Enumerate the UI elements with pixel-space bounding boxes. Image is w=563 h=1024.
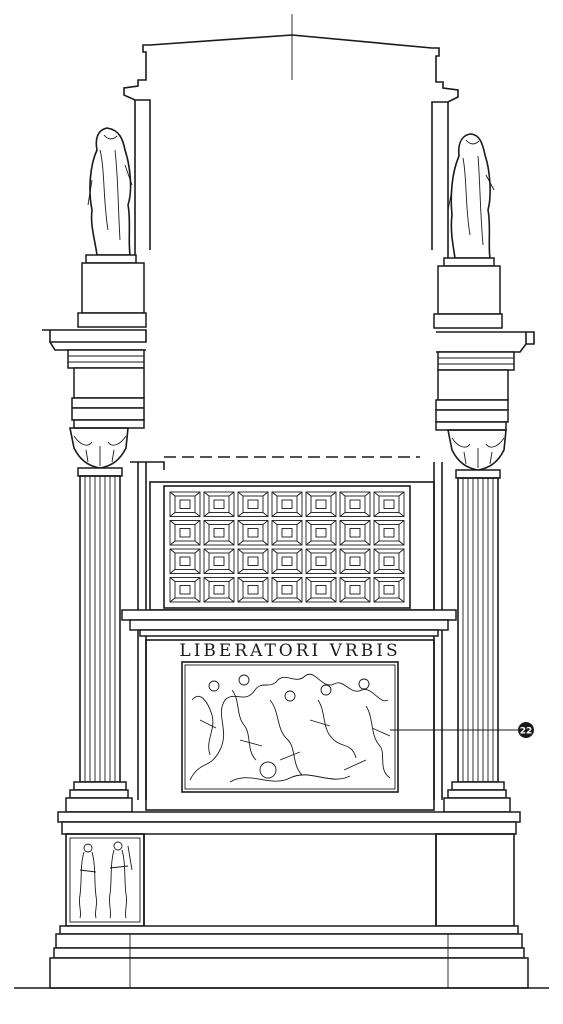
coffer bbox=[237, 548, 269, 574]
coffer bbox=[169, 577, 201, 603]
coffer bbox=[339, 491, 371, 517]
coffer bbox=[169, 520, 201, 546]
relief-cornice bbox=[121, 609, 457, 637]
callout: 22 bbox=[390, 722, 534, 738]
coffer bbox=[305, 548, 337, 574]
coffered-vault bbox=[149, 481, 435, 611]
right-entablature bbox=[435, 331, 535, 431]
coffer bbox=[373, 491, 405, 517]
coffer bbox=[373, 520, 405, 546]
coffer bbox=[203, 520, 235, 546]
right-lower-panel bbox=[435, 833, 515, 927]
string-course bbox=[57, 811, 521, 835]
coffer bbox=[271, 520, 303, 546]
coffer bbox=[271, 548, 303, 574]
side-relief-panel bbox=[65, 833, 145, 927]
coffer bbox=[237, 520, 269, 546]
coffer bbox=[203, 548, 235, 574]
coffer bbox=[203, 577, 235, 603]
coffer bbox=[169, 491, 201, 517]
left-statue bbox=[77, 127, 147, 328]
coffer bbox=[339, 548, 371, 574]
coffer bbox=[373, 577, 405, 603]
coffer bbox=[271, 577, 303, 603]
statue-icon bbox=[447, 133, 495, 259]
coffer bbox=[237, 491, 269, 517]
callout-marker bbox=[518, 722, 534, 738]
right-statue bbox=[433, 133, 503, 329]
right-column bbox=[443, 429, 511, 813]
coffer bbox=[305, 491, 337, 517]
base-plinth bbox=[14, 834, 549, 989]
coffer bbox=[373, 548, 405, 574]
coffer bbox=[271, 491, 303, 517]
statue-icon bbox=[87, 127, 133, 256]
coffer bbox=[305, 520, 337, 546]
coffer bbox=[169, 548, 201, 574]
coffer bbox=[339, 520, 371, 546]
battle-relief-icon bbox=[189, 673, 391, 783]
coffer bbox=[237, 577, 269, 603]
coffer bbox=[203, 491, 235, 517]
attic-section bbox=[123, 14, 459, 270]
coffer bbox=[305, 577, 337, 603]
left-entablature bbox=[42, 329, 147, 429]
relief-block bbox=[145, 639, 435, 811]
figures-relief-icon bbox=[78, 841, 133, 919]
inscription-text: LIBERATORI VRBIS bbox=[179, 641, 400, 661]
callout-number: 22 bbox=[520, 727, 533, 737]
coffer bbox=[339, 577, 371, 603]
